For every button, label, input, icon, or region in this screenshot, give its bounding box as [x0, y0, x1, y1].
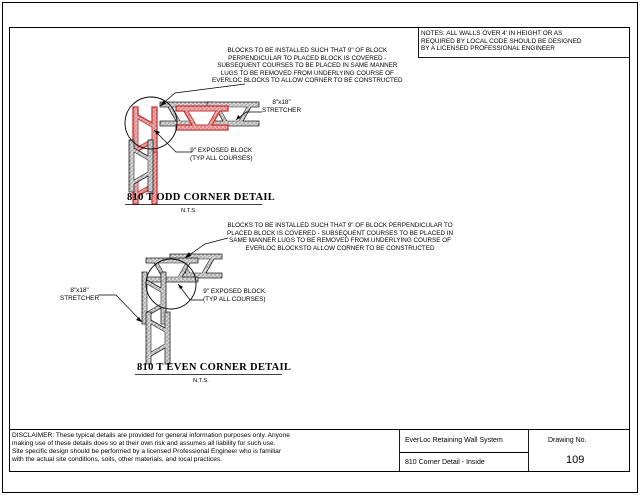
odd-exposed-leader — [153, 129, 192, 153]
notes-box — [418, 27, 630, 58]
odd-detail-callout-text: BLOCKS TO BE INSTALLED SUCH THAT 9" OF B… — [212, 47, 403, 85]
odd-exposed-block-label: 9" EXPOSED BLOCK (TYP ALL COURSES) — [190, 147, 253, 162]
odd-stretcher-label: 8"x18" STRETCHER — [262, 99, 302, 114]
title-block-drawing-no-label: Drawing No. — [548, 437, 587, 444]
even-callout-leader — [184, 237, 229, 259]
even-detail-circle — [145, 258, 197, 310]
even-detail-title: 810 T EVEN CORNER DETAIL — [137, 362, 292, 373]
odd-detail-scale: N.T.S. — [181, 208, 197, 214]
odd-corner-detail-drawing — [124, 83, 262, 205]
disclaimer-text: DISCLAIMER: These typical details are pr… — [12, 432, 290, 463]
title-block-sheet-title: 810 Corner Detail - Inside — [405, 459, 485, 466]
title-block-drawing-no: 109 — [566, 454, 585, 466]
title-block-system: EverLoc Retaining Wall System — [405, 437, 503, 444]
odd-detail-circle — [124, 96, 178, 150]
even-exposed-block-label: 9" EXPOSED BLOCK (TYP ALL COURSES) — [203, 288, 266, 303]
even-stretcher-label: 8"x18" STRETCHER — [60, 287, 100, 302]
odd-detail-title: 810 T ODD CORNER DETAIL — [127, 192, 276, 203]
even-detail-scale: N.T.S. — [193, 378, 209, 384]
even-stretcher-leader — [98, 294, 143, 323]
general-notes: NOTES: ALL WALLS OVER 4' IN HEIGHT OR AS… — [421, 30, 582, 53]
inner-border — [9, 27, 630, 472]
even-exposed-leader — [177, 283, 203, 301]
even-corner-detail-drawing — [98, 237, 282, 375]
even-detail-callout-text: BLOCKS TO BE INSTALLED SUCH THAT 9" OF B… — [227, 222, 454, 252]
odd-callout-leader — [159, 83, 246, 107]
